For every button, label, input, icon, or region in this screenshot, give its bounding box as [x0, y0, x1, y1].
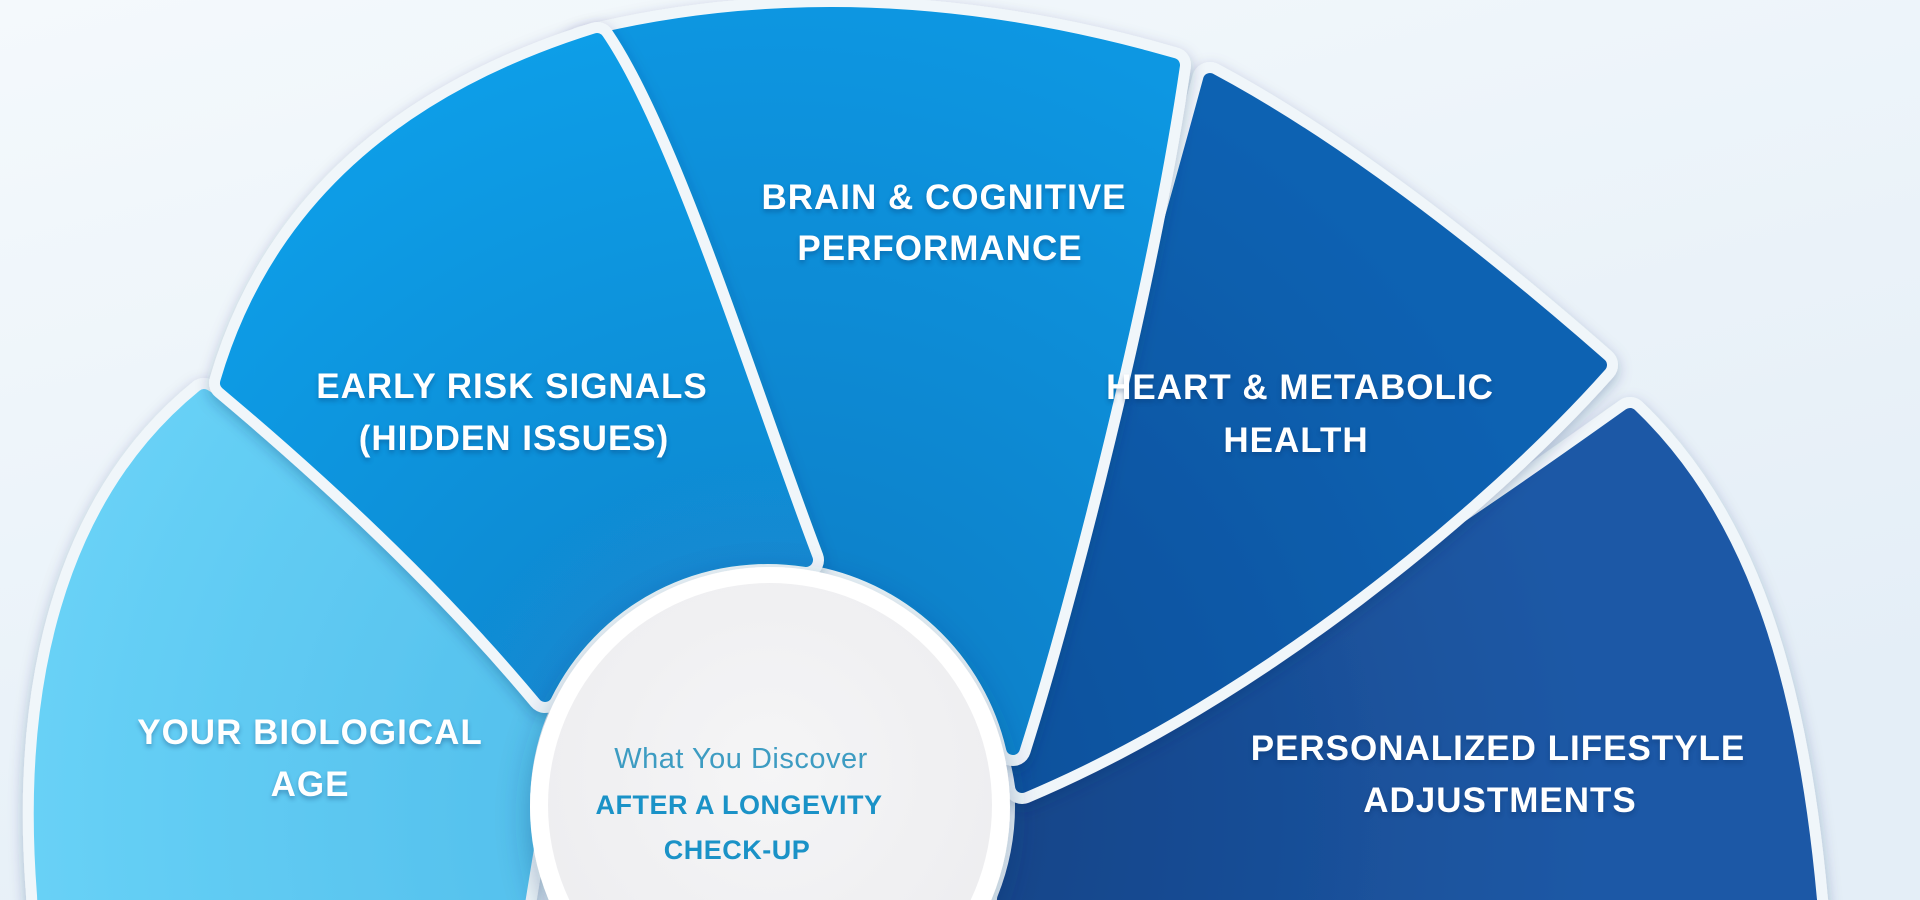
center-subtitle-line2: CHECK-UP — [664, 835, 811, 865]
label-heart-line2: HEALTH — [1223, 421, 1368, 460]
label-brain-line2: PERFORMANCE — [797, 229, 1082, 268]
label-early-risk-line1: EARLY RISK SIGNALS — [316, 367, 707, 406]
center-text: What You Discover AFTER A LONGEVITY CHEC… — [595, 743, 882, 865]
segment-early-risk-signals — [209, 22, 824, 713]
center-subtitle-line1: AFTER A LONGEVITY — [595, 790, 882, 820]
label-biological-age-line2: AGE — [271, 765, 350, 804]
center-circle-face — [548, 583, 992, 900]
segment-lifestyle-adjustments-shape — [996, 408, 1818, 900]
label-lifestyle-line2: ADJUSTMENTS — [1363, 781, 1637, 820]
label-brain-line1: BRAIN & COGNITIVE — [761, 178, 1126, 217]
label-early-risk-line2: (HIDDEN ISSUES) — [359, 419, 670, 458]
fan-segments — [22, 0, 1829, 900]
label-lifestyle-line1: PERSONALIZED LIFESTYLE — [1251, 729, 1746, 768]
segment-early-risk-signals-shape — [220, 33, 813, 702]
center-title: What You Discover — [614, 743, 868, 775]
segment-labels: YOUR BIOLOGICAL AGE EARLY RISK SIGNALS (… — [137, 178, 1746, 820]
center-circle — [530, 567, 1010, 900]
label-heart-line1: HEART & METABOLIC — [1106, 368, 1494, 407]
label-biological-age-line1: YOUR BIOLOGICAL — [137, 713, 483, 752]
segment-lifestyle-adjustments — [985, 397, 1829, 900]
